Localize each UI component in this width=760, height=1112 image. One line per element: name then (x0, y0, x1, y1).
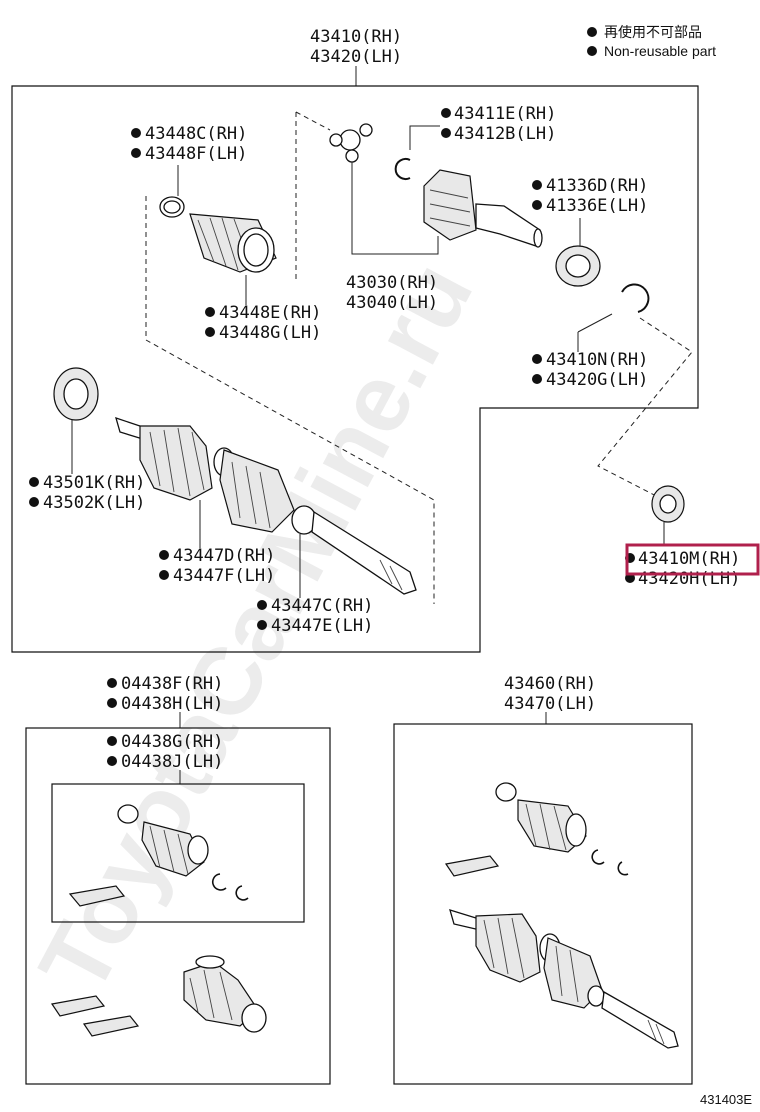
svg-text:43448C(RH): 43448C(RH) (145, 124, 247, 144)
boot-clamp-top-label: 43448C(RH) 43448F(LH) (131, 124, 247, 196)
legend-en: Non-reusable part (604, 43, 716, 59)
svg-text:43447F(LH): 43447F(LH) (173, 566, 275, 586)
inboard-joint-housing (423, 169, 543, 248)
svg-text:43420H(LH): 43420H(LH) (638, 569, 740, 589)
boot-kit-outer-frame (25, 727, 331, 1085)
dust-seal-top (555, 245, 601, 287)
highlight-box (625, 543, 760, 576)
hole-snap-ring (621, 283, 650, 313)
snap-ring-top-label: 43411E(RH) 43412B(LH) (409, 104, 556, 150)
outboard-joint-assembly (115, 416, 417, 595)
dust-deflector-label: 43501K(RH) 43502K(LH) (29, 420, 145, 513)
svg-text:43447E(LH): 43447E(LH) (271, 616, 373, 636)
svg-text:04438J(LH): 04438J(LH) (121, 752, 223, 772)
dust-deflector (53, 367, 99, 421)
boot-kit-outer-label: 04438F(RH) 04438H(LH) (107, 674, 223, 728)
svg-text:41336D(RH): 41336D(RH) (546, 176, 648, 196)
inboard-boot-clamp-label: 43447C(RH) 43447E(LH) (257, 534, 373, 636)
svg-text:43040(LH): 43040(LH) (346, 293, 438, 313)
part-number-lh: 43420(LH) (310, 47, 402, 67)
svg-text:43501K(RH): 43501K(RH) (43, 473, 145, 493)
svg-text:43410M(RH): 43410M(RH) (638, 549, 740, 569)
outer-seal-label: 43410M(RH) 43420H(LH) (625, 549, 740, 589)
legend-jp: 再使用不可部品 (604, 24, 702, 40)
non-reusable-bullet-icon (587, 27, 597, 37)
shaft-assy-frame (393, 723, 693, 1085)
svg-text:43460(RH): 43460(RH) (504, 674, 596, 694)
assembly-main-label: 43410(RH) 43420(LH) (310, 27, 402, 86)
svg-text:43448E(RH): 43448E(RH) (219, 303, 321, 323)
outer-seal (651, 485, 685, 544)
svg-text:43447D(RH): 43447D(RH) (173, 546, 275, 566)
tripod-joint (329, 123, 373, 163)
svg-text:04438G(RH): 04438G(RH) (121, 732, 223, 752)
svg-text:43412B(LH): 43412B(LH) (454, 124, 556, 144)
inboard-boot (189, 213, 277, 273)
svg-text:43470(LH): 43470(LH) (504, 694, 596, 714)
outboard-boot-clamp-label: 43447D(RH) 43447F(LH) (159, 500, 275, 586)
legend: 再使用不可部品 Non-reusable part (587, 24, 716, 59)
boot-kit-inner-frame (51, 783, 305, 923)
main-assembly-frame (11, 85, 699, 653)
svg-text:41336E(LH): 41336E(LH) (546, 196, 648, 216)
figure-code: 431403E (700, 1092, 752, 1107)
svg-text:43420G(LH): 43420G(LH) (546, 370, 648, 390)
boot-kit-inner-parts (68, 804, 249, 907)
shaft-assy-label: 43460(RH) 43470(LH) (504, 674, 596, 724)
svg-text:43447C(RH): 43447C(RH) (271, 596, 373, 616)
hole-snap-ring-label: 43410N(RH) 43420G(LH) (532, 313, 648, 390)
svg-text:43448F(LH): 43448F(LH) (145, 144, 247, 164)
svg-text:43502K(LH): 43502K(LH) (43, 493, 145, 513)
boot-inner-label: 43448E(RH) 43448G(LH) (205, 275, 321, 343)
svg-text:43410N(RH): 43410N(RH) (546, 350, 648, 370)
svg-text:43448G(LH): 43448G(LH) (219, 323, 321, 343)
boot-kit-inner-label: 04438G(RH) 04438J(LH) (107, 732, 223, 784)
svg-text:43411E(RH): 43411E(RH) (454, 104, 556, 124)
shaft-assy-parts (444, 782, 679, 1049)
boot-kit-outer-parts (50, 955, 267, 1037)
svg-text:04438H(LH): 04438H(LH) (121, 694, 223, 714)
part-number-rh: 43410(RH) (310, 27, 402, 47)
svg-text:43030(RH): 43030(RH) (346, 273, 438, 293)
snap-ring-top (394, 158, 411, 180)
inboard-joint-label: 43030(RH) 43040(LH) (346, 162, 439, 313)
svg-text:04438F(RH): 04438F(RH) (121, 674, 223, 694)
dust-seal-top-label: 41336D(RH) 41336E(LH) (532, 176, 648, 246)
non-reusable-bullet-icon (587, 46, 597, 56)
boot-clamp-small (159, 196, 185, 218)
